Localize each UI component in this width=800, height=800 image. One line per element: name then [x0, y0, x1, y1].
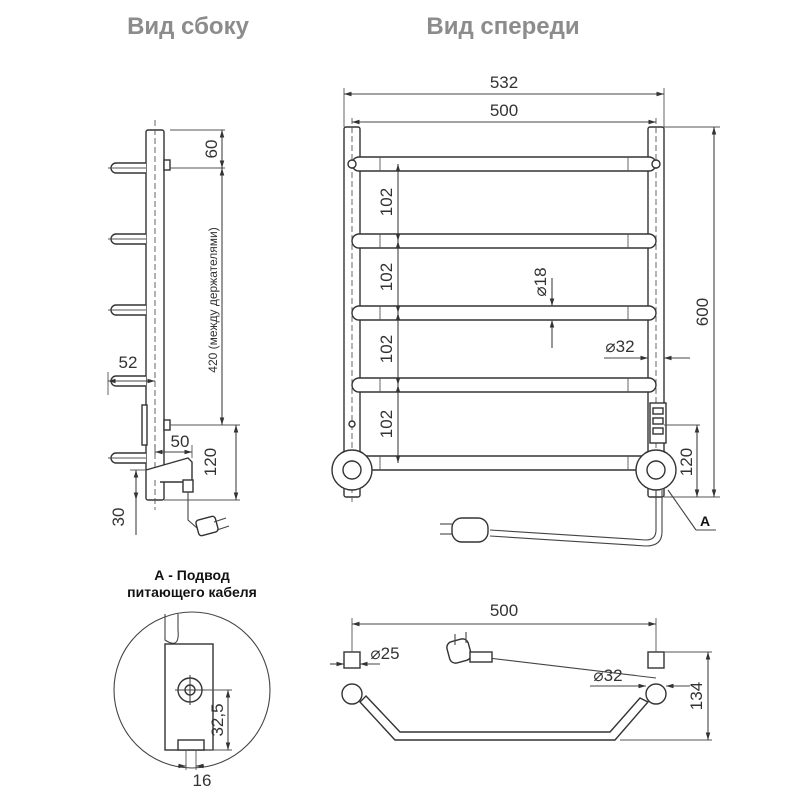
top-left-wall-flange — [343, 651, 361, 669]
side-view: 60 420 (между держателями) 52 120 50 30 — [107, 120, 240, 537]
front-dim-bottom-height: 120 — [677, 448, 696, 476]
side-bottom-holder — [163, 419, 171, 431]
detail-a: А - Подвод питающего кабеля 32,5 16 — [113, 567, 271, 790]
front-dim-spacing-3: 102 — [377, 335, 396, 363]
top-dim-flange-diameter: ⌀25 — [370, 644, 399, 663]
detail-circle — [113, 611, 271, 769]
side-dim-foot: 30 — [109, 508, 128, 527]
top-plug-neck — [469, 651, 493, 663]
side-arms — [108, 162, 146, 464]
top-right-wall-flange — [647, 651, 665, 669]
detail-dim-width: 16 — [193, 771, 212, 790]
detail-dim-height: 32,5 — [208, 703, 227, 736]
detail-bottom-plate — [177, 739, 205, 751]
front-dim-bar-diameter: ⌀18 — [531, 267, 550, 296]
top-dim-post-diameter: ⌀32 — [593, 666, 622, 685]
side-dim-holders: 420 (между держателями) — [206, 227, 220, 372]
front-dim-post-diameter: ⌀32 — [605, 337, 634, 356]
side-dim-bottom-height: 120 — [201, 448, 220, 476]
front-dim-spacing-2: 102 — [377, 263, 396, 291]
side-dim-top-gap: 60 — [202, 140, 221, 159]
detail-marker: А — [700, 513, 710, 529]
side-plug — [195, 515, 230, 537]
side-dim-box-depth: 50 — [171, 432, 190, 451]
side-top-holder — [163, 159, 171, 171]
front-right-top-holder — [651, 159, 661, 169]
detail-post — [164, 643, 214, 751]
top-dim-depth: 134 — [687, 682, 706, 710]
top-bar-profile — [359, 694, 650, 741]
detail-caption-line2: питающего кабеля — [127, 584, 257, 600]
front-cable — [489, 490, 657, 541]
side-cable-gland — [182, 479, 194, 493]
front-plug — [440, 517, 489, 543]
side-controller — [141, 404, 148, 446]
side-view-title: Вид сбоку — [127, 13, 250, 40]
top-plug — [446, 638, 472, 664]
front-dim-spacing-4: 102 — [377, 410, 396, 438]
front-dim-axis-width: 500 — [490, 101, 518, 120]
top-right-post — [645, 683, 667, 705]
front-left-mid-holder — [348, 420, 356, 428]
top-dim-axis-width: 500 — [490, 601, 518, 620]
side-dim-arm-depth: 52 — [119, 353, 138, 372]
top-left-post — [341, 683, 363, 705]
detail-caption-line1: А - Подвод — [154, 567, 230, 583]
top-view: 500 ⌀25 ⌀32 134 — [330, 601, 712, 741]
side-cable-box — [145, 457, 193, 483]
front-view-title: Вид спереди — [426, 13, 579, 40]
front-view: 532 500 600 102 102 102 102 ⌀18 ⌀32 120 … — [331, 73, 720, 547]
front-dim-overall-height: 600 — [693, 298, 712, 326]
side-cable — [187, 492, 198, 529]
front-left-top-holder — [347, 159, 357, 169]
front-dim-spacing-1: 102 — [377, 188, 396, 216]
front-dim-overall-width: 532 — [490, 73, 518, 92]
